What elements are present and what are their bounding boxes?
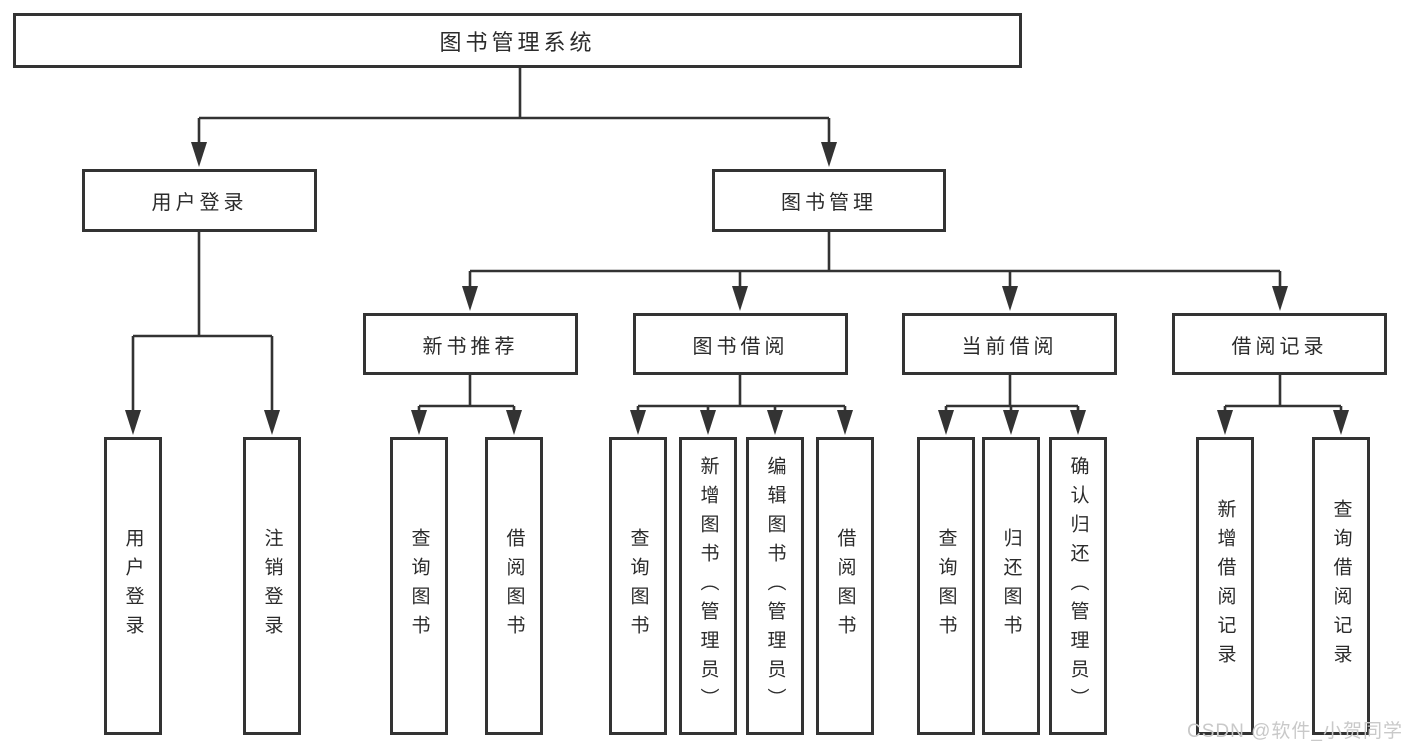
node-root-label: 图书管理系统 [439,29,596,55]
leaf-edit-book-admin-label: 编辑图书（管理员） [764,455,786,717]
leaf-query-borrow-record: 查询借阅记录 [1312,437,1370,735]
node-user-login-label: 用户登录 [151,192,248,214]
leaf-add-book-admin-label: 新增图书（管理员） [697,455,719,717]
node-user-login: 用户登录 [82,169,317,232]
leaf-user-login-label: 用户登录 [122,528,144,644]
leaf-query-books-borrowing: 查询图书 [609,437,667,735]
node-root: 图书管理系统 [13,13,1022,68]
leaf-borrow-books-recommend-label: 借阅图书 [503,528,525,644]
leaf-add-borrow-record: 新增借阅记录 [1196,437,1254,735]
leaf-borrow-books: 借阅图书 [816,437,874,735]
leaf-return-books-label: 归还图书 [1000,528,1022,644]
leaf-borrow-books-recommend: 借阅图书 [485,437,543,735]
leaf-return-books: 归还图书 [982,437,1040,735]
leaf-add-borrow-record-label: 新增借阅记录 [1214,499,1236,673]
leaf-user-login: 用户登录 [104,437,162,735]
leaf-edit-book-admin: 编辑图书（管理员） [746,437,804,735]
node-book-management: 图书管理 [712,169,946,232]
node-new-book-recommend-label: 新书推荐 [422,335,519,358]
leaf-query-books-current-label: 查询图书 [935,528,957,644]
node-current-borrowing-label: 当前借阅 [961,335,1058,358]
csdn-watermark: CSDN @软件_小贺同学 [1187,721,1403,742]
node-new-book-recommend: 新书推荐 [363,313,578,375]
node-borrowing-records-label: 借阅记录 [1231,335,1328,358]
leaf-query-books-current: 查询图书 [917,437,975,735]
node-book-borrowing-label: 图书借阅 [692,335,789,358]
node-book-management-label: 图书管理 [781,192,877,214]
leaf-confirm-return-admin: 确认归还（管理员） [1049,437,1107,735]
leaf-query-borrow-record-label: 查询借阅记录 [1330,499,1352,673]
node-current-borrowing: 当前借阅 [902,313,1117,375]
leaf-borrow-books-label: 借阅图书 [834,528,856,644]
leaf-query-books-recommend: 查询图书 [390,437,448,735]
leaf-confirm-return-admin-label: 确认归还（管理员） [1067,455,1089,717]
node-book-borrowing: 图书借阅 [633,313,848,375]
leaf-add-book-admin: 新增图书（管理员） [679,437,737,735]
leaf-logout-label: 注销登录 [261,528,283,644]
node-borrowing-records: 借阅记录 [1172,313,1387,375]
leaf-logout: 注销登录 [243,437,301,735]
leaf-query-books-recommend-label: 查询图书 [408,528,430,644]
leaf-query-books-borrowing-label: 查询图书 [627,528,649,644]
